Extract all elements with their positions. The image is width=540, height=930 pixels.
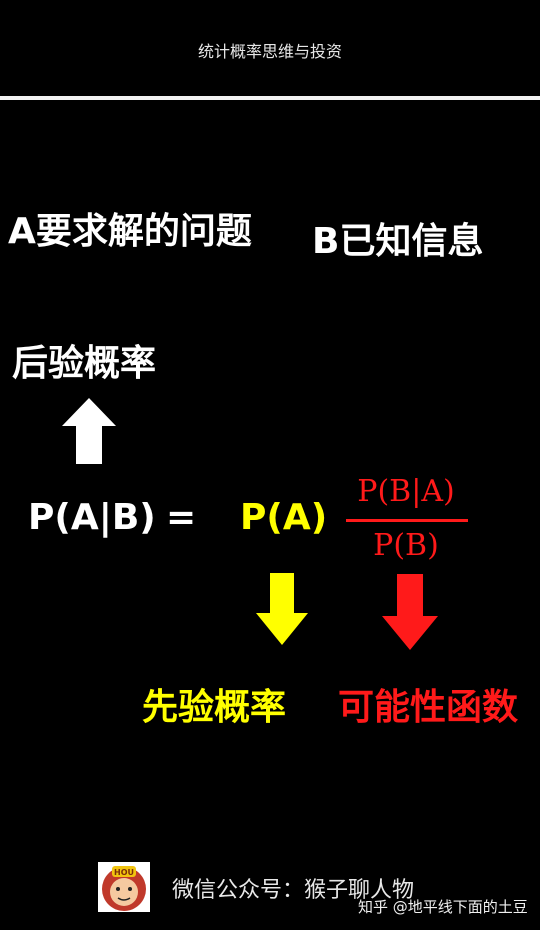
monkey-avatar-icon: HOU xyxy=(98,862,150,912)
fraction-numerator: P(B|A) xyxy=(357,474,455,509)
equation-equals: = xyxy=(166,497,197,538)
white-up-arrow-icon xyxy=(62,398,116,464)
header-divider xyxy=(0,96,540,100)
equation-lhs: P(A|B) xyxy=(28,497,156,538)
likelihood-label: 可能性函数 xyxy=(338,687,519,728)
zhihu-watermark: 知乎 @地平线下面的土豆 xyxy=(358,898,528,916)
equation-prior-term: P(A) xyxy=(240,497,328,538)
posterior-label: 后验概率 xyxy=(12,343,157,384)
problem-label: A要求解的问题 xyxy=(8,211,252,252)
fraction-denominator: P(B) xyxy=(373,528,439,563)
wechat-account-text: 微信公众号：猴子聊人物 xyxy=(172,878,415,903)
red-down-arrow-icon xyxy=(382,574,438,650)
header-title: 统计概率思维与投资 xyxy=(197,42,342,61)
yellow-down-arrow-icon xyxy=(256,573,308,645)
fraction-bar xyxy=(346,519,468,522)
prior-label: 先验概率 xyxy=(142,687,287,728)
known-info-label: B已知信息 xyxy=(312,221,484,262)
avatar-badge-text: HOU xyxy=(114,868,134,877)
